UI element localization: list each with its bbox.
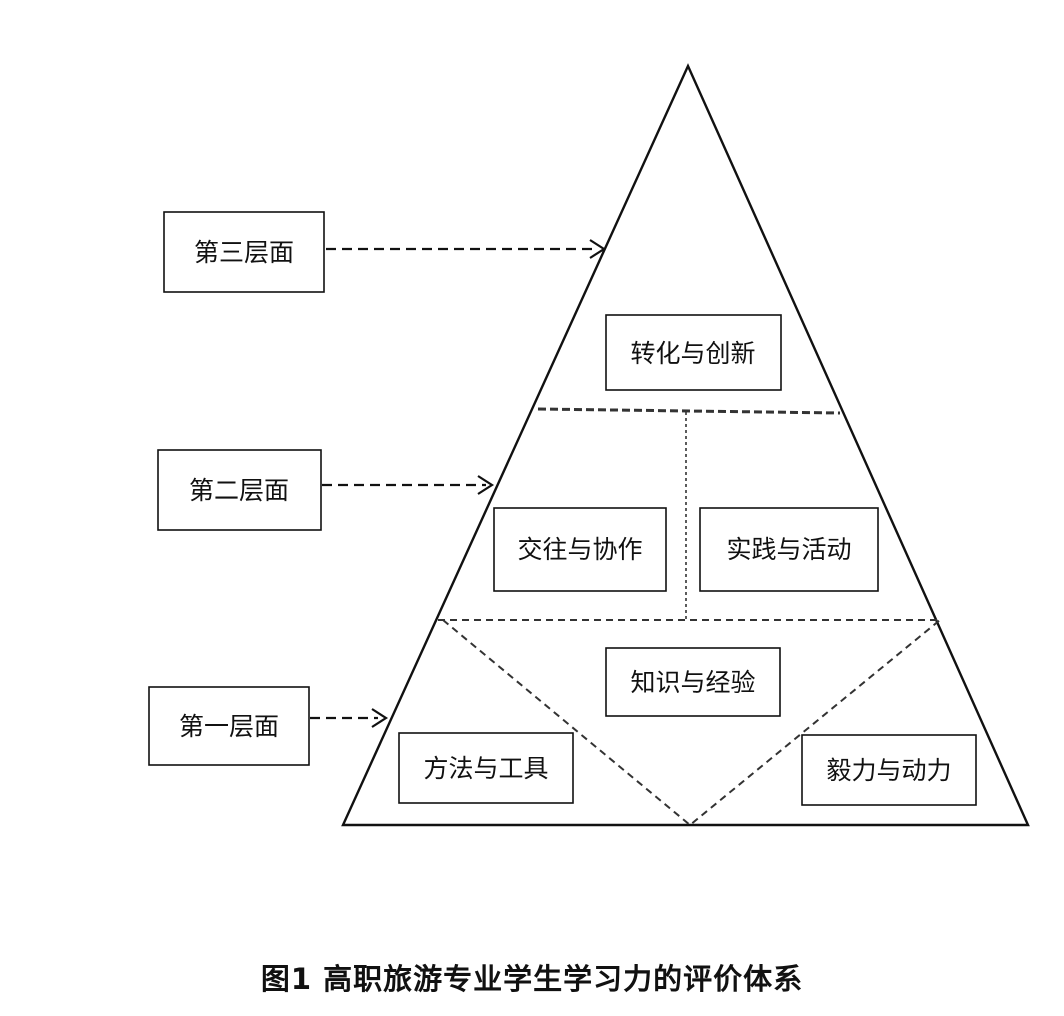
box-communicate-collaborate: 交往与协作 [493, 507, 667, 592]
level2-label: 第二层面 [189, 476, 289, 505]
box-knowledge-experience-label: 知识与经验 [630, 668, 755, 697]
level3-label-box: 第三层面 [163, 211, 325, 293]
box-communicate-collaborate-label: 交往与协作 [517, 535, 642, 564]
box-transform-innovate-label: 转化与创新 [630, 339, 755, 368]
figure-caption: 图1 高职旅游专业学生学习力的评价体系 [260, 962, 804, 996]
box-practice-activity: 实践与活动 [699, 507, 879, 592]
box-knowledge-experience: 知识与经验 [605, 647, 781, 717]
level1-label-box: 第一层面 [148, 686, 310, 766]
box-transform-innovate: 转化与创新 [605, 314, 782, 391]
level3-arrow [326, 239, 607, 259]
level3-level2-divider [537, 407, 841, 415]
pyramid-outline [341, 63, 1030, 827]
level1-arrow [310, 708, 389, 728]
level1-label: 第一层面 [179, 712, 279, 741]
level2-arrow [322, 475, 495, 495]
box-perseverance-motivation: 毅力与动力 [801, 734, 977, 806]
level3-label: 第三层面 [194, 238, 294, 267]
box-practice-activity-label: 实践与活动 [726, 535, 851, 564]
box-perseverance-motivation-label: 毅力与动力 [826, 756, 951, 785]
level2-label-box: 第二层面 [157, 449, 322, 531]
box-method-tools: 方法与工具 [398, 732, 574, 804]
box-method-tools-label: 方法与工具 [423, 754, 548, 783]
